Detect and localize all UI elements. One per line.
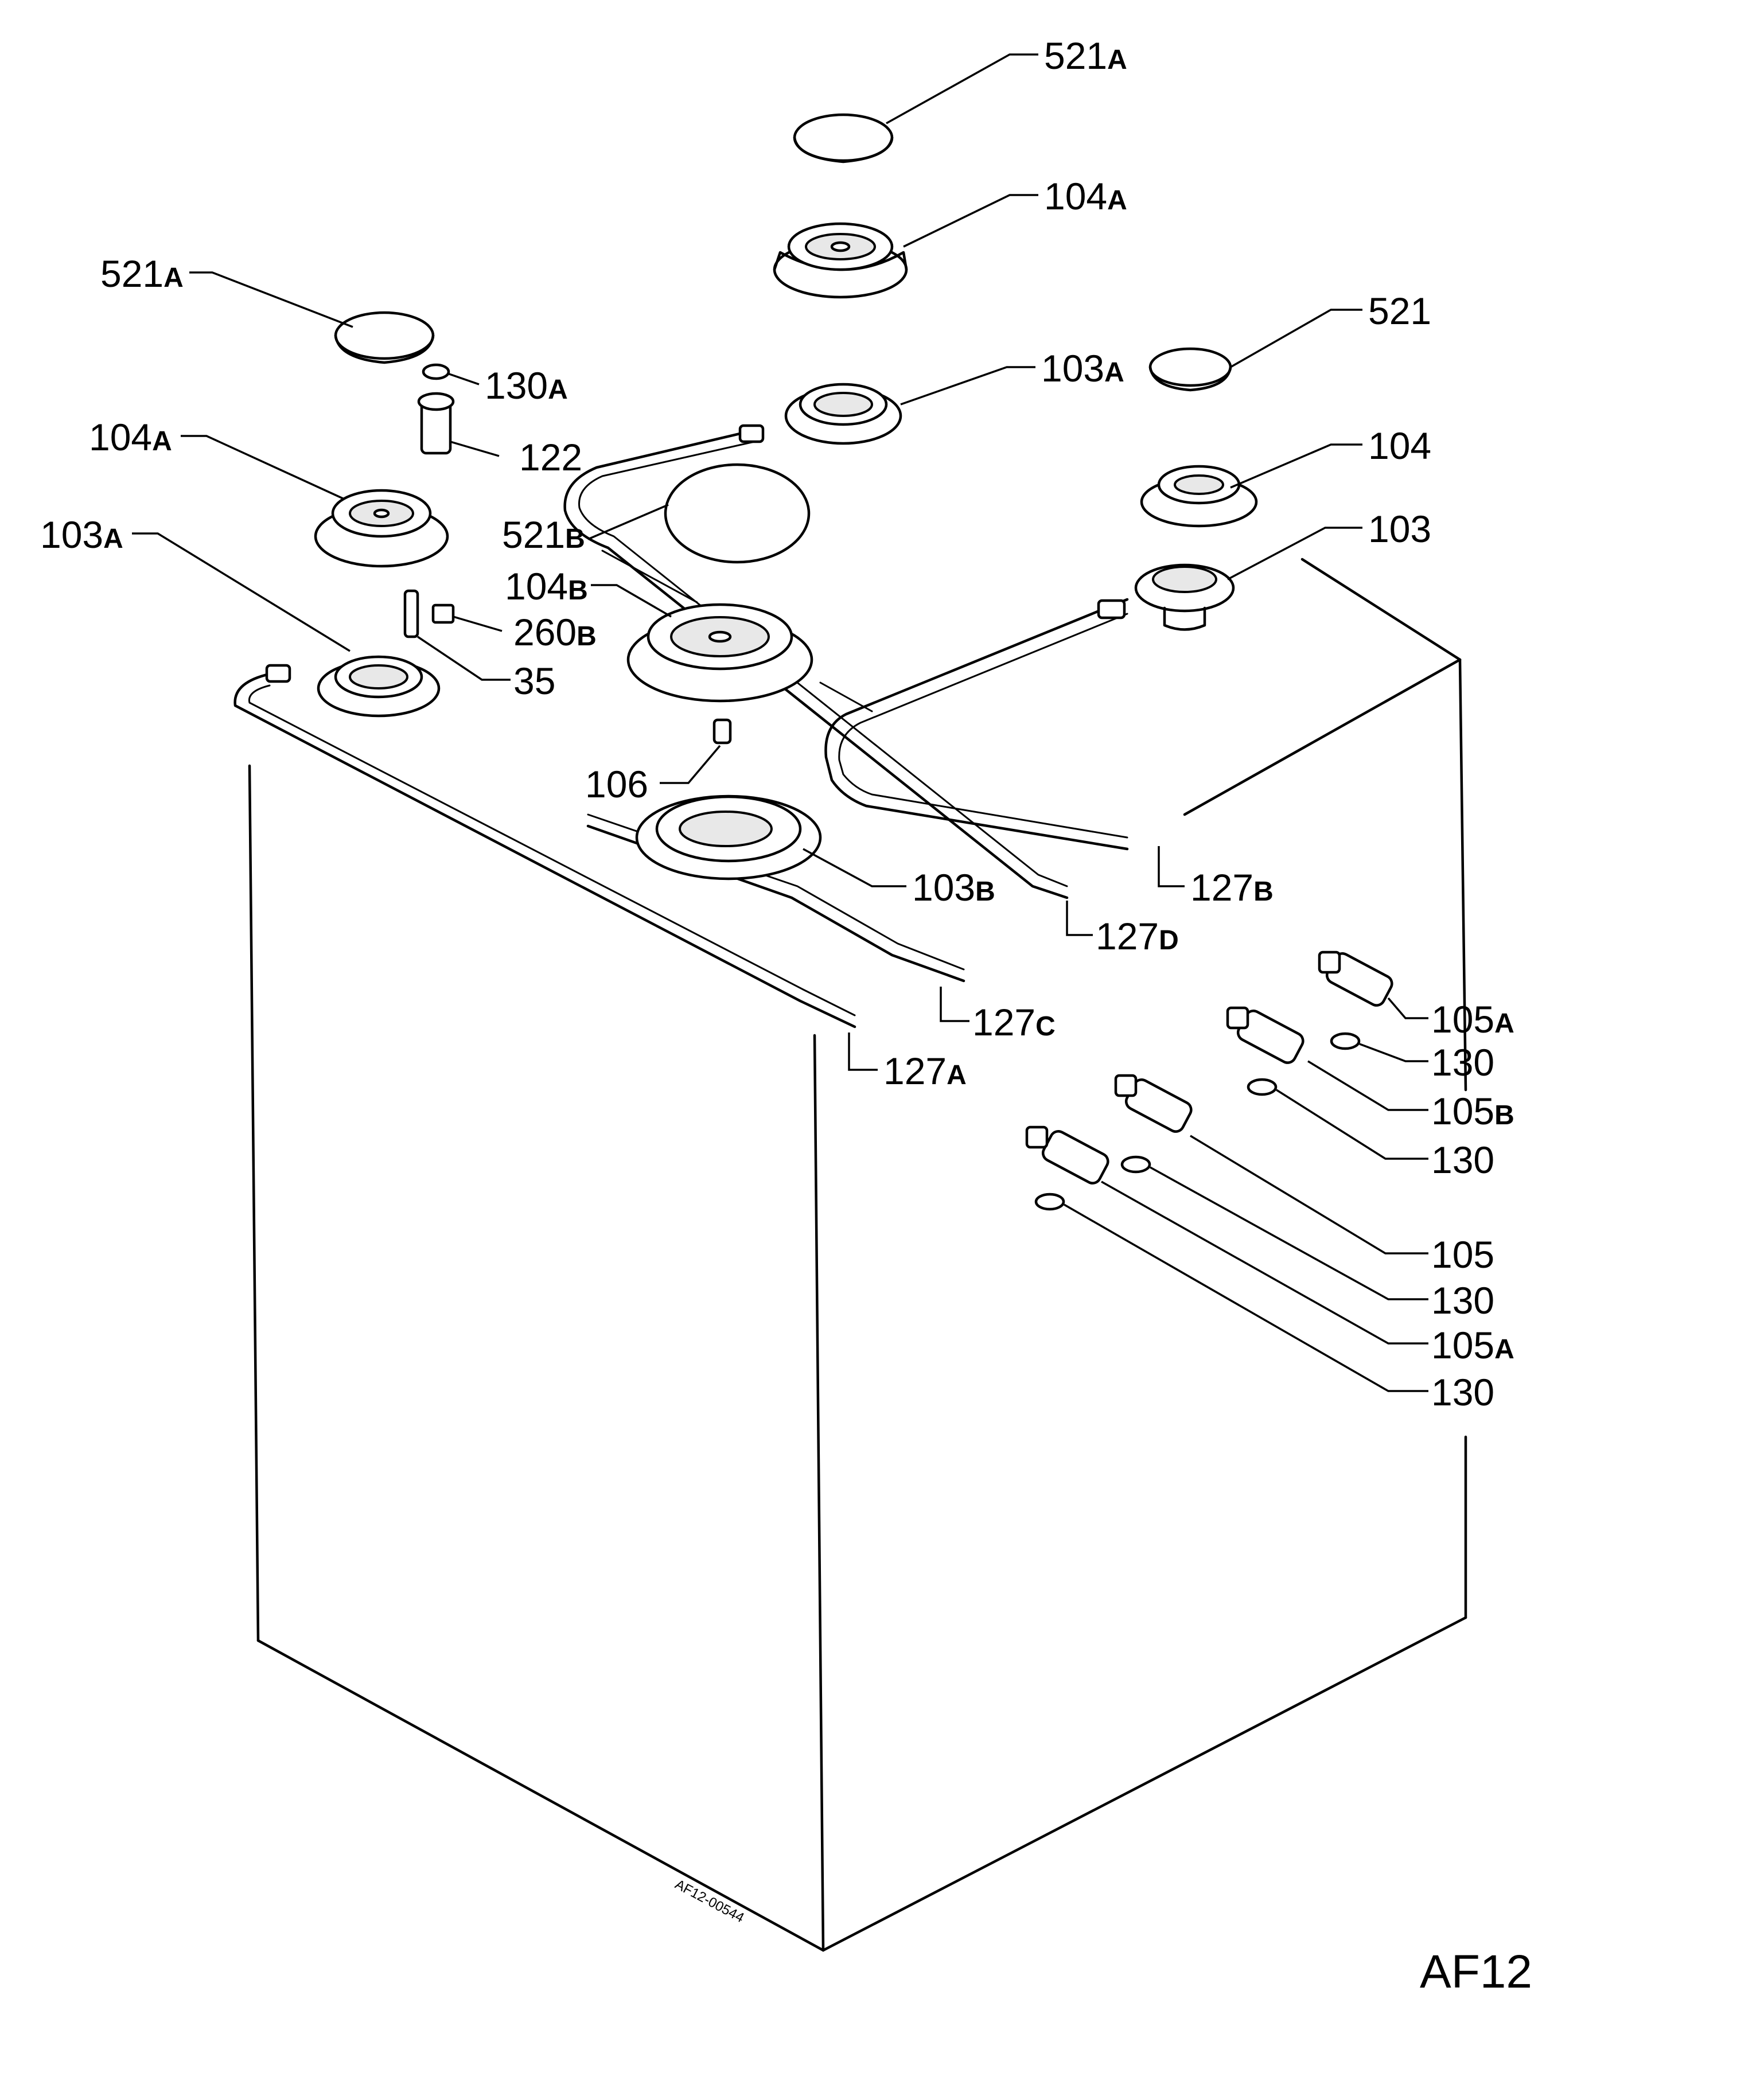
burner-cap-521b — [664, 463, 811, 564]
label-103a-left: 103A — [40, 513, 123, 556]
cabinet-body — [248, 550, 1467, 1952]
label-127b: 127B — [1190, 866, 1274, 909]
label-127c: 127C — [972, 1001, 1056, 1043]
burner-crown-104 — [1140, 465, 1258, 528]
label-130-d: 130 — [1431, 1371, 1494, 1413]
gas-tap-105 — [1114, 1074, 1193, 1133]
burner-body-103a-left — [265, 655, 441, 718]
label-35: 35 — [513, 660, 555, 702]
burner-body-103 — [1097, 563, 1235, 631]
burner-cap-521a-top — [793, 113, 894, 163]
label-127d: 127D — [1096, 915, 1179, 957]
burner-body-103b — [635, 794, 822, 881]
burner-cap-521 — [1148, 347, 1232, 392]
burner-crown-104a-top — [773, 222, 908, 299]
connector-122 — [417, 392, 455, 455]
label-105a-upper: 105A — [1431, 998, 1514, 1041]
burner-crown-104b — [626, 603, 813, 703]
burner-crown-104a-left — [314, 489, 449, 568]
label-103: 103 — [1368, 508, 1431, 550]
label-106: 106 — [585, 763, 648, 805]
label-122: 122 — [519, 436, 582, 478]
label-104b: 104B — [505, 565, 588, 607]
label-104a-left: 104A — [89, 416, 172, 458]
drawing-code: AF12 — [1420, 1946, 1532, 1998]
burner-body-103a-top — [738, 383, 902, 445]
leader-lines — [132, 53, 1428, 1392]
label-103a-top: 103A — [1041, 347, 1124, 389]
burner-cap-521a-left — [334, 311, 435, 364]
label-104: 104 — [1368, 424, 1431, 467]
clip-260b — [431, 603, 455, 624]
label-521a-left: 521A — [100, 252, 184, 295]
label-104a-top: 104A — [1044, 175, 1127, 217]
label-521: 521 — [1368, 290, 1431, 332]
label-105: 105 — [1431, 1233, 1494, 1276]
label-130-a: 130 — [1431, 1041, 1494, 1084]
gasket-130a — [422, 363, 450, 380]
label-105b: 105B — [1431, 1090, 1514, 1132]
label-127a: 127A — [883, 1050, 967, 1092]
label-260b: 260B — [513, 611, 597, 653]
label-130-c: 130 — [1431, 1279, 1494, 1322]
thermocouple-35 — [403, 589, 419, 638]
injector-106 — [712, 718, 732, 745]
label-105a-lower: 105A — [1431, 1324, 1514, 1366]
label-130a: 130A — [485, 364, 568, 407]
label-521a-top: 521A — [1044, 34, 1127, 77]
gas-tap-105a-upper — [1318, 950, 1393, 1007]
part-labels: 521A 104A 521A 130A 521 103A 104A 122 10… — [40, 34, 1514, 1413]
label-521b: 521B — [502, 513, 585, 556]
seal-rings-130 — [1034, 1032, 1361, 1211]
gas-tap-105a-lower — [1025, 1125, 1109, 1185]
gas-tap-105b — [1226, 1006, 1304, 1064]
label-103b: 103B — [912, 866, 995, 909]
label-130-b: 130 — [1431, 1139, 1494, 1181]
